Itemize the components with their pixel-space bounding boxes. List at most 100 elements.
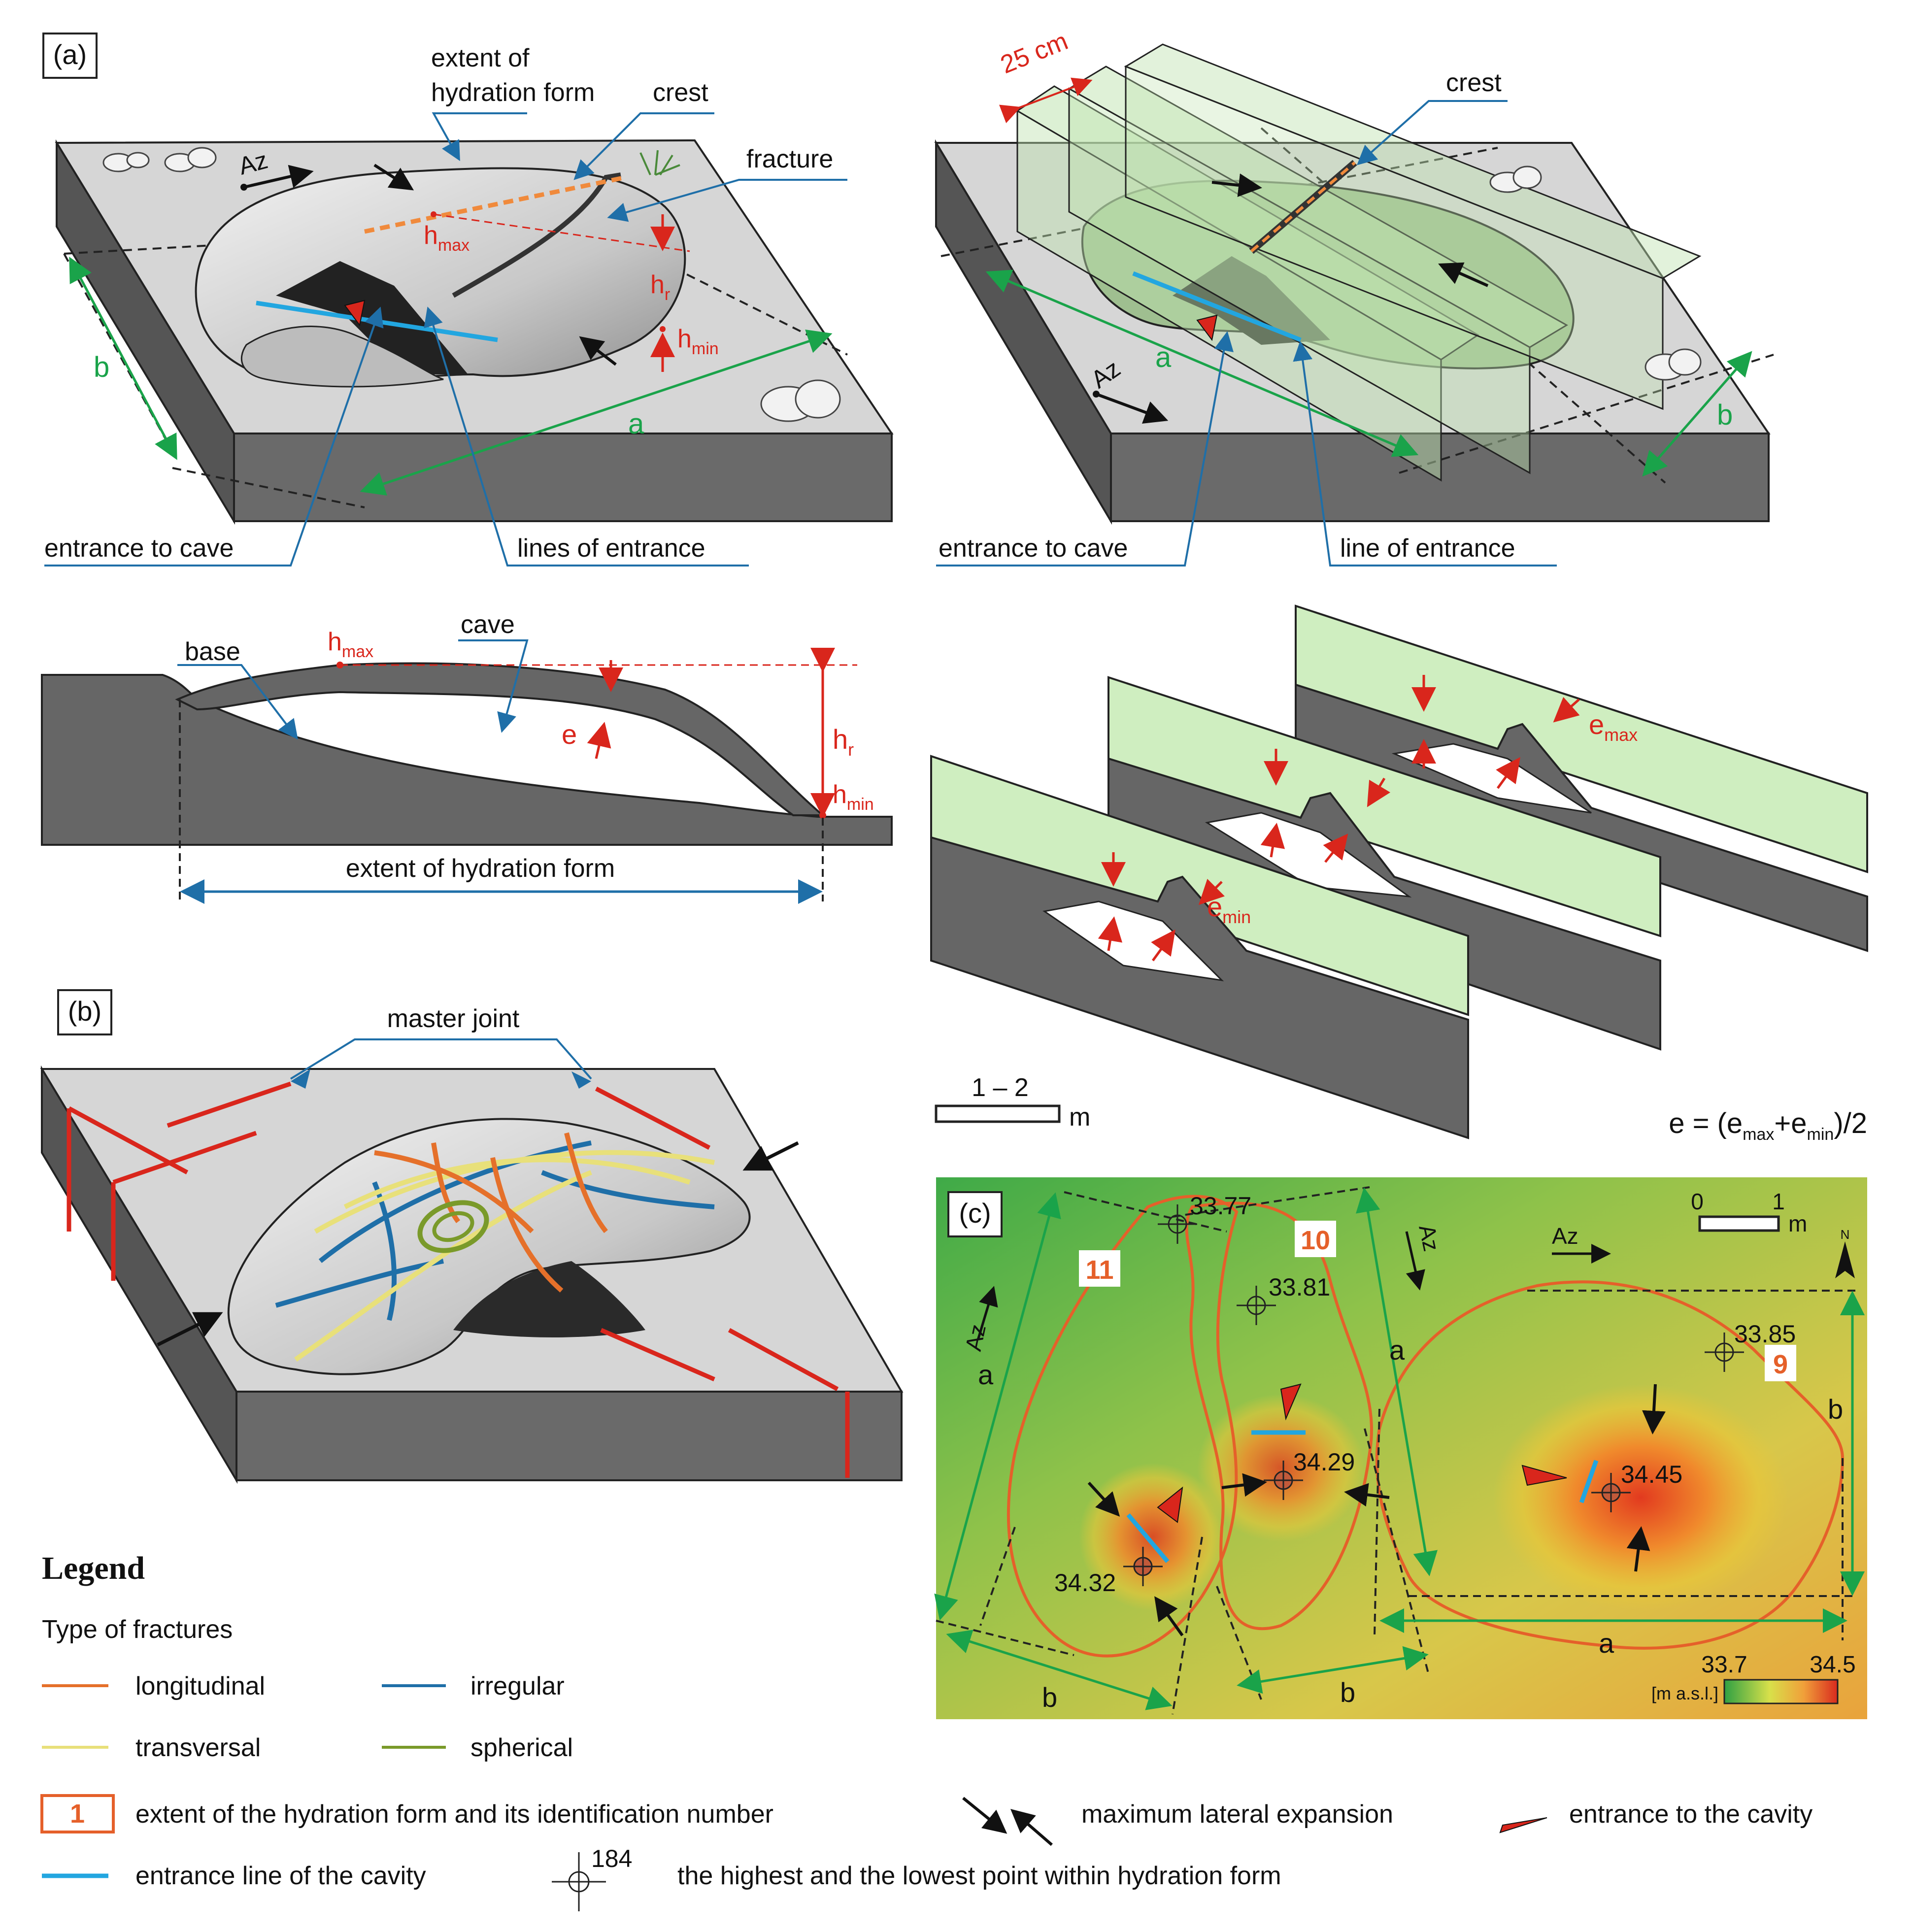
dim-a-right xyxy=(985,269,1419,457)
label-entrance-left: entrance to cave xyxy=(44,534,234,563)
panel-c-tag: (c) xyxy=(959,1198,991,1229)
leader-entrance xyxy=(44,306,384,566)
leader-extent xyxy=(432,112,527,161)
label-hmax: hmax xyxy=(424,221,470,255)
label-emax: emax xyxy=(1589,709,1638,745)
b-slab-left xyxy=(41,1065,237,1484)
legend-irregular: irregular xyxy=(470,1672,565,1700)
dashed-frame-bottom xyxy=(172,467,365,508)
c-label-b-1: b xyxy=(1042,1682,1057,1713)
legend-line: entrance line of the cavity xyxy=(135,1862,426,1890)
c-label-az-1: Az xyxy=(960,1322,991,1353)
label-lines-entrance: lines of entrance xyxy=(517,534,705,563)
c-entrance-marker-11 xyxy=(1157,1486,1183,1523)
label-fracture: fracture xyxy=(746,145,833,173)
leader-cave xyxy=(458,639,529,733)
c-point-label-6: 34.32 xyxy=(1054,1569,1116,1597)
b-arrow-1 xyxy=(742,1141,799,1171)
c-label-a-3: a xyxy=(1599,1628,1614,1659)
hmax-point xyxy=(431,211,436,217)
c-scale-unit: m xyxy=(1788,1211,1807,1236)
mj-arrow-right xyxy=(571,1071,591,1089)
b-slab-front xyxy=(235,1391,903,1481)
scale-bar xyxy=(935,1104,1061,1123)
profile-e-arrow-bottom xyxy=(587,722,611,759)
expansion-arrow-1 xyxy=(373,164,414,191)
label-line-entrance: line of entrance xyxy=(1340,534,1515,563)
form-10-outline xyxy=(1185,1201,1373,1631)
label-profile-hr: hr xyxy=(833,724,854,760)
leader-line-right xyxy=(1293,341,1557,566)
panel-b-tag-box xyxy=(57,989,112,1035)
b-spherical-1 xyxy=(417,1200,489,1253)
legend-title: Legend xyxy=(42,1550,145,1586)
c-label-b-2: b xyxy=(1340,1677,1355,1708)
arrow-right-2 xyxy=(1438,262,1489,287)
legend-expansion-icon-1 xyxy=(962,1797,1007,1834)
legend-point: the highest and the lowest point within … xyxy=(677,1862,1281,1890)
label-crest-right: crest xyxy=(1446,68,1502,97)
c-colorbar xyxy=(1723,1679,1839,1704)
legend-spherical: spherical xyxy=(470,1733,573,1762)
c-point-label-2: 33.81 xyxy=(1269,1273,1330,1301)
form-9-outline xyxy=(1375,1280,1845,1650)
legend-longitudinal: longitudinal xyxy=(135,1672,265,1700)
leader-base xyxy=(177,664,298,740)
dem-hotspot-9 xyxy=(1493,1384,1788,1611)
north-label: N xyxy=(1841,1227,1850,1242)
c-point-label-1: 33.77 xyxy=(1190,1192,1251,1220)
b-arrow-2 xyxy=(157,1312,223,1347)
b-cave-dark xyxy=(453,1261,645,1337)
leader-crest-right xyxy=(1357,100,1508,166)
label-b-left: b xyxy=(94,351,109,383)
legend-expansion-icon-2 xyxy=(1010,1809,1053,1846)
arrow-right-1 xyxy=(1211,173,1262,197)
rock-icons-right xyxy=(1489,166,1702,381)
c-entrance-11 xyxy=(1126,1513,1170,1563)
scale-unit: m xyxy=(1069,1103,1090,1132)
c-form-11-box xyxy=(1079,1250,1120,1287)
dim-b-right xyxy=(1642,351,1752,477)
label-25cm: 25 cm xyxy=(997,27,1072,79)
label-b-right: b xyxy=(1717,399,1733,431)
panel-b: (b) xyxy=(40,989,904,1484)
c-colorbar-max: 34.5 xyxy=(1810,1652,1855,1678)
legend-point-icon xyxy=(552,1852,606,1911)
c-label-a-2: a xyxy=(1389,1334,1405,1366)
legend-entrance-icon xyxy=(1499,1817,1547,1833)
b-master-joints xyxy=(67,1081,850,1478)
c-colorbar-min: 33.7 xyxy=(1701,1652,1747,1678)
label-emin: emin xyxy=(1207,891,1251,927)
panel-a-tag-box xyxy=(42,33,98,79)
c-form-11-id: 11 xyxy=(1085,1255,1113,1285)
c-form-9-box xyxy=(1765,1345,1796,1381)
c-form-9-id: 9 xyxy=(1773,1350,1788,1379)
c-form-10-box xyxy=(1295,1221,1336,1257)
slice-front-cave xyxy=(1042,900,1224,982)
c-label-az-2: Az xyxy=(1414,1222,1444,1253)
c-point-label-3: 33.85 xyxy=(1734,1320,1796,1348)
legend-point-num: 184 xyxy=(591,1845,632,1872)
plant-icon xyxy=(639,150,680,176)
label-crest: crest xyxy=(653,78,708,107)
leader-lines xyxy=(424,306,749,566)
label-e: e xyxy=(562,719,577,750)
mj-arrow-left xyxy=(291,1069,310,1089)
label-profile-hmax: hmax xyxy=(328,628,373,661)
crest-line xyxy=(364,175,626,234)
label-extent-1: extent of xyxy=(431,44,530,72)
dem-hotspot-10 xyxy=(1197,1394,1365,1542)
slice-back-cave xyxy=(1391,743,1592,814)
panel-a-profile: base cave hmax e hr hmin extent of hydra… xyxy=(41,610,893,904)
label-base: base xyxy=(185,637,240,666)
c-scale-zero: 0 xyxy=(1691,1189,1704,1214)
label-a-right: a xyxy=(1155,341,1172,373)
hmin-point xyxy=(660,326,666,332)
c-label-a-1: a xyxy=(978,1359,994,1390)
c-form-10-id: 10 xyxy=(1301,1226,1330,1255)
label-profile-hmin: hmin xyxy=(833,780,874,814)
b-fractures xyxy=(275,1132,715,1362)
leader-master-joint xyxy=(290,1038,592,1080)
label-master-joint: master joint xyxy=(387,1004,520,1033)
